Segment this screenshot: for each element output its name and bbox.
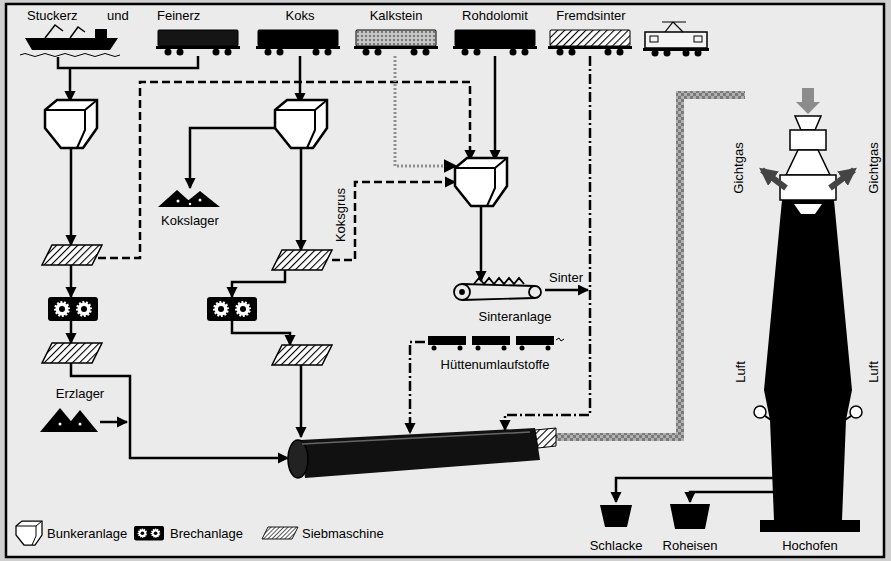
stockpile: Kokslager — [148, 186, 232, 230]
circulating-wagons — [428, 336, 564, 351]
node-label: Rohdolomit — [461, 8, 529, 23]
ladles — [600, 504, 710, 529]
node-label: Roheisen — [662, 538, 719, 553]
sinter-plant: Sinteranlage — [445, 278, 585, 326]
mixing-trough — [288, 428, 556, 478]
locomotive — [643, 22, 709, 57]
node-label: Sinteranlage — [478, 309, 553, 324]
conjunction: und — [106, 8, 130, 23]
node-label: Stuckerz — [26, 8, 79, 23]
stockpiles — [40, 190, 220, 432]
legend-text: Brechanlage — [169, 526, 244, 541]
legend-text: Bunkeranlage — [46, 526, 128, 541]
node-label: Feinerz — [156, 8, 201, 23]
frame — [6, 4, 884, 557]
ship-supply: Stuckerz — [18, 6, 118, 52]
air-label: Luft — [866, 360, 881, 384]
node-label: Schlacke — [589, 538, 644, 553]
node-label: Fremdsinter — [555, 8, 626, 23]
stockpile: Erzlager — [35, 384, 125, 434]
gas-label: Gichtgas — [866, 141, 881, 194]
node-label: Hüttenumlaufstoffe — [440, 357, 551, 372]
slag-ladle: Schlacke — [582, 502, 650, 555]
wagon-supply: Rohdolomit — [447, 6, 543, 52]
wagon-supply: Fremdsinter — [543, 6, 639, 52]
legend-text: Siebmaschine — [301, 526, 385, 541]
iron-ladle: Roheisen — [655, 502, 725, 555]
circulating-material: Hüttenumlaufstoffe — [420, 330, 570, 374]
gas-label: Gichtgas — [731, 141, 746, 194]
flow-lines — [58, 56, 745, 458]
node-label: Koks — [285, 8, 316, 23]
flow-label: Sinter — [548, 270, 584, 285]
wagon-supply: Koks — [254, 6, 346, 52]
node-label: Hochofen — [781, 538, 839, 553]
node-label: Kokslager — [160, 213, 220, 228]
air-label: Luft — [733, 360, 748, 384]
node-label: Kalkstein — [369, 8, 424, 23]
blast-furnace: Hochofen — [758, 112, 862, 555]
blast-furnace — [754, 88, 862, 532]
wagon-supply: Kalkstein — [350, 6, 442, 52]
tap-line — [690, 492, 758, 502]
equipment — [42, 100, 507, 365]
legend-symbols — [16, 521, 298, 545]
sinter-belt — [454, 278, 541, 300]
wagons — [156, 30, 632, 56]
wagon-supply: Feinerz — [150, 6, 248, 52]
node-label: Erzlager — [55, 386, 105, 401]
flow-label: Koksgrus — [333, 187, 348, 243]
tap-line — [616, 478, 758, 502]
ship — [20, 25, 120, 57]
